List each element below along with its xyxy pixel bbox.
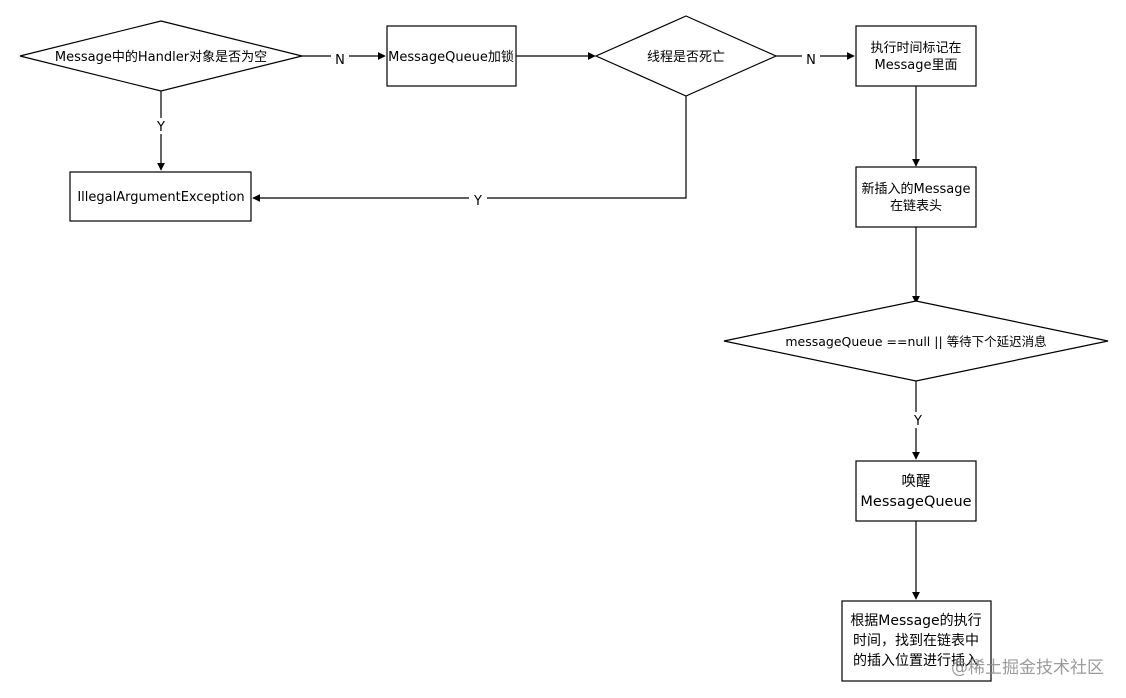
node-queue-lock-label: MessageQueue加锁: [388, 49, 514, 65]
edge-label-thread-no: N: [806, 53, 816, 68]
node-insert-by-time: 根据Message的执行 时间，找到在链表中 的插入位置进行插入: [841, 600, 992, 682]
node-insert-by-time-line-2: 时间，找到在链表中: [853, 633, 979, 649]
node-check-handler: Message中的Handler对象是否为空: [19, 20, 303, 92]
edge-label-handler-no: N: [335, 53, 345, 68]
node-wake-queue-line-2: MessageQueue: [860, 494, 971, 510]
node-thread-dead-label: 线程是否死亡: [647, 50, 725, 65]
node-queue-lock: MessageQueue加锁: [386, 25, 517, 87]
decision-shape: [19, 20, 303, 92]
node-insert-head-line-1: 新插入的Message: [862, 181, 971, 197]
node-insert-head-line-2: 在链表头: [890, 199, 942, 214]
node-mark-time-line-1: 执行时间标记在: [870, 41, 961, 56]
edge-label-wake-yes: Y: [913, 414, 922, 429]
edge-labels: N Y N Y Y: [152, 51, 927, 429]
decision-shape: [723, 300, 1109, 382]
edge-thread-to-illegal: [252, 96, 687, 202]
node-insert-by-time-line-1: 根据Message的执行: [850, 613, 981, 629]
process-box: [855, 25, 977, 87]
edge-label-thread-yes: Y: [473, 194, 482, 209]
decision-shape: [594, 15, 778, 97]
node-check-handler-label: Message中的Handler对象是否为空: [55, 49, 267, 65]
node-illegal-arg: IllegalArgumentException: [69, 171, 252, 222]
node-check-wake-label: messageQueue ==null || 等待下个延迟消息: [785, 334, 1046, 349]
watermark-text: @稀土掘金技术社区: [951, 658, 1104, 678]
process-box: [386, 25, 517, 87]
process-box: [841, 600, 992, 682]
node-wake-queue: 唤醒 MessageQueue: [855, 460, 977, 522]
process-box: [69, 171, 252, 222]
node-insert-head: 新插入的Message 在链表头: [855, 166, 977, 228]
process-box: [855, 460, 977, 522]
edge-label-handler-yes: Y: [156, 120, 165, 135]
node-wake-queue-line-1: 唤醒: [902, 473, 931, 490]
node-check-wake: messageQueue ==null || 等待下个延迟消息: [723, 300, 1109, 382]
node-illegal-arg-label: IllegalArgumentException: [77, 190, 244, 205]
edges: [157, 52, 920, 600]
node-mark-time: 执行时间标记在 Message里面: [855, 25, 977, 87]
node-mark-time-line-2: Message里面: [875, 58, 958, 73]
node-thread-dead: 线程是否死亡: [594, 15, 778, 97]
node-insert-by-time-line-3: 的插入位置进行插入: [853, 653, 979, 669]
process-box: [855, 166, 977, 228]
